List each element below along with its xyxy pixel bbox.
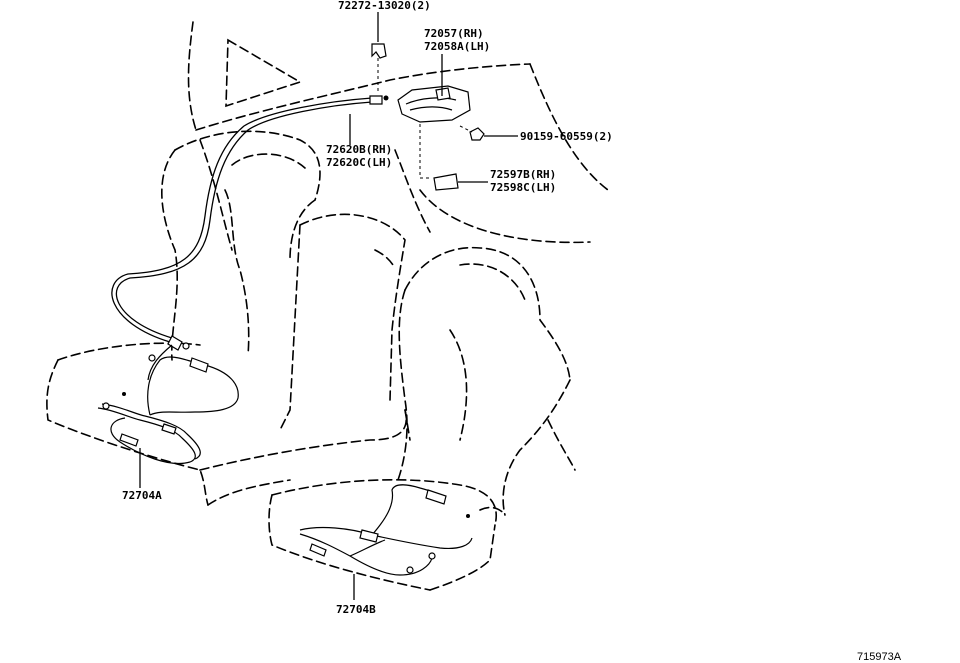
callout-harness-b: 72704B — [336, 603, 376, 616]
clip-part — [371, 43, 387, 94]
callout-harness-a: 72704A — [122, 489, 162, 502]
callout-cover-lh: 72598C(LH) — [490, 181, 557, 194]
left-seat — [46, 130, 411, 506]
bolt-part — [459, 125, 485, 141]
leader-lines — [139, 12, 518, 600]
release-cable — [111, 95, 389, 351]
body-outline — [187, 21, 609, 251]
callout-cover-rh: 72597B(RH) — [490, 168, 557, 181]
harness-b — [299, 484, 473, 576]
callout-cable-lh: 72620C(LH) — [326, 156, 393, 169]
handle-cover — [433, 173, 459, 191]
harness-a — [97, 344, 239, 464]
inside-handle — [397, 85, 471, 179]
callout-clip: 72272-13020(2) — [338, 0, 431, 12]
callout-handle-rh: 72057(RH) — [424, 27, 484, 40]
callout-bolt: 90159-60559(2) — [520, 130, 613, 143]
callout-handle-lh: 72058A(LH) — [424, 40, 491, 53]
catalog-number: 715973A — [857, 651, 902, 663]
callout-cable-rh: 72620B(RH) — [326, 143, 393, 156]
right-seat — [268, 246, 576, 591]
